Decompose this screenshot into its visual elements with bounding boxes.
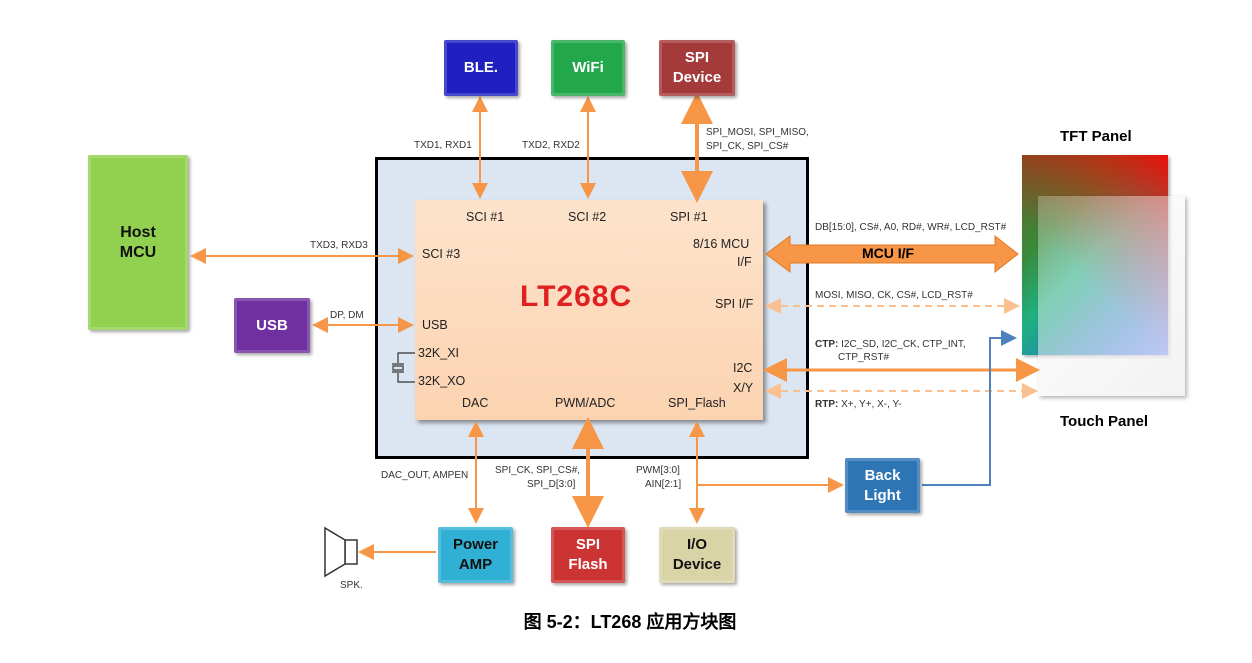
host-label-1: Host	[120, 223, 156, 241]
pin-spi-if: SPI I/F	[715, 297, 754, 311]
sig-pwm: PWM[3:0]	[636, 465, 680, 476]
power-amp-label-1: Power	[452, 536, 498, 553]
sig-spi-dev-1: SPI_MOSI, SPI_MISO,	[706, 127, 809, 138]
pin-mcu-if2: I/F	[737, 255, 752, 269]
sig-spi-bus: MOSI, MISO, CK, CS#, LCD_RST#	[815, 290, 973, 301]
sig-spi-dev-2: SPI_CK, SPI_CS#	[706, 141, 789, 152]
figure-caption: 图 5-2：LT268 应用方块图	[523, 612, 737, 632]
speaker-label: SPK.	[340, 580, 363, 591]
sig-rtp: RTP: X+, Y+, X-, Y-	[815, 399, 902, 411]
pin-dac: DAC	[462, 396, 489, 410]
spi-device-block: SPI Device	[659, 40, 735, 96]
io-device-block: I/O Device	[659, 527, 735, 583]
sig-txd1: TXD1, RXD1	[414, 140, 472, 151]
sig-flash-2: SPI_D[3:0]	[527, 479, 576, 490]
ctp-key: CTP:	[815, 339, 839, 350]
touch-panel-label: Touch Panel	[1060, 413, 1149, 430]
backlight-link	[922, 330, 1017, 486]
sig-ain: AIN[2:1]	[645, 479, 682, 490]
spi-flash-label-2: Flash	[568, 556, 608, 573]
spi-device-label-2: Device	[672, 69, 722, 86]
sig-dac: DAC_OUT, AMPEN	[381, 470, 469, 481]
speaker-icon	[324, 526, 358, 578]
spi-flash-block: SPI Flash	[551, 527, 625, 583]
pin-32k-xo: 32K_XO	[418, 374, 466, 388]
usb-label: USB	[256, 316, 288, 334]
pin-mcu-if: 8/16 MCU	[693, 237, 750, 251]
sig-usb: DP, DM	[330, 310, 364, 321]
backlight-label-2: Light	[864, 486, 901, 504]
pin-sci3: SCI #3	[422, 247, 461, 261]
io-label-2: Device	[672, 556, 722, 573]
sig-txd3: TXD3, RXD3	[310, 240, 368, 251]
pin-usb: USB	[422, 318, 448, 332]
host-label-2: MCU	[119, 243, 157, 261]
backlight-label-1: Back	[864, 466, 901, 484]
sig-ctp-2: CTP_RST#	[838, 352, 890, 363]
chip-body	[415, 200, 763, 420]
rtp-key: RTP:	[815, 399, 839, 410]
pin-spi1: SPI #1	[670, 210, 708, 224]
ctp-signals-1: I2C_SD, I2C_CK, CTP_INT,	[841, 339, 966, 350]
pin-spi-flash: SPI_Flash	[668, 396, 726, 410]
rtp-signals: X+, Y+, X-, Y-	[841, 399, 902, 410]
chip-name: LT268C	[520, 280, 633, 313]
wifi-label: WiFi	[572, 59, 604, 76]
pin-i2c: I2C	[733, 361, 753, 375]
io-label-1: I/O	[686, 536, 707, 553]
pin-sci2: SCI #2	[568, 210, 607, 224]
pin-xy: X/Y	[733, 381, 754, 395]
sig-mcu-bus: DB[15:0], CS#, A0, RD#, WR#, LCD_RST#	[815, 222, 1007, 233]
usb-block: USB	[234, 298, 310, 353]
touch-panel	[1038, 196, 1185, 396]
pin-pwm-adc: PWM/ADC	[555, 396, 616, 410]
mcu-if-arrow	[765, 234, 1019, 274]
sig-ctp: CTP: I2C_SD, I2C_CK, CTP_INT,	[815, 339, 966, 351]
wifi-block: WiFi	[551, 40, 625, 96]
sig-txd2: TXD2, RXD2	[522, 140, 580, 151]
power-amp-label-2: AMP	[458, 556, 493, 573]
pin-sci1: SCI #1	[466, 210, 505, 224]
mcu-if-label: MCU I/F	[862, 245, 915, 261]
spi-device-label-1: SPI	[684, 49, 710, 66]
ble-block: BLE.	[444, 40, 518, 96]
spi-flash-label-1: SPI	[575, 536, 601, 553]
sig-flash-1: SPI_CK, SPI_CS#,	[495, 465, 581, 476]
crystal-icon	[392, 352, 415, 383]
pin-32k-xi: 32K_XI	[418, 346, 460, 360]
tft-panel-label: TFT Panel	[1060, 128, 1132, 145]
ble-label: BLE.	[463, 59, 499, 76]
